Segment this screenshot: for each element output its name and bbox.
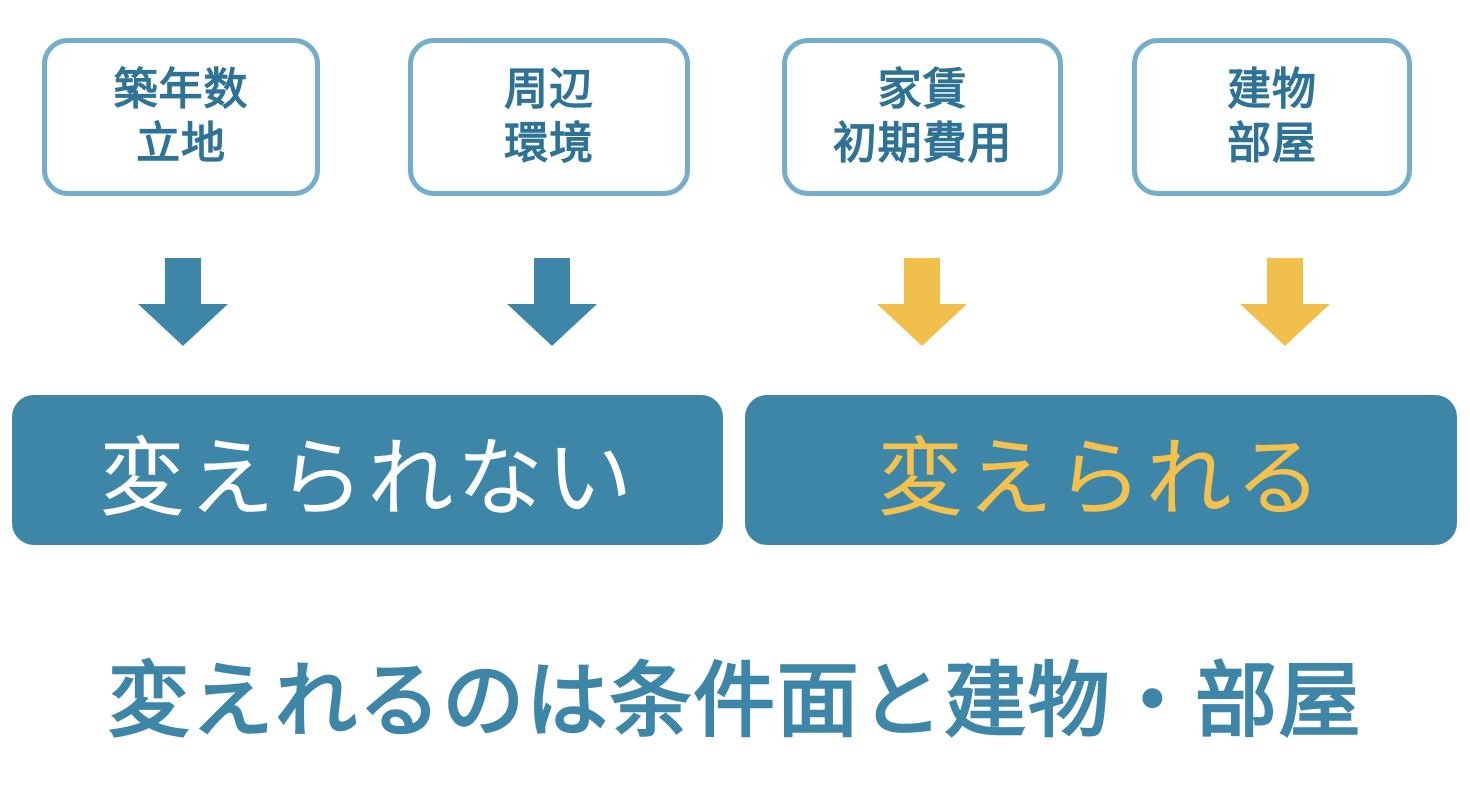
category-label-line1: 家賃 [877,65,968,115]
category-label-line2: 環境 [504,119,594,168]
category-box-age-location: 築年数 立地 [42,38,320,196]
result-bar-label: 変えられる [877,430,1325,527]
category-label-line1: 築年数 [113,65,249,115]
category-label-line2: 部屋 [1227,119,1317,168]
result-bar-cannot-change: 変えられない [12,395,723,545]
down-arrow-icon [507,258,597,346]
category-box-building-room: 建物 部屋 [1132,38,1412,196]
down-arrow-icon [1240,258,1330,346]
down-arrow-icon [138,258,228,346]
result-bar-can-change: 変えられる [745,395,1457,545]
category-box-rent-initial-cost: 家賃 初期費用 [782,38,1063,196]
category-label-line2: 立地 [136,119,226,168]
down-arrow-icon [877,258,967,346]
diagram-caption: 変えれるのは条件面と建物・部屋 [107,656,1363,747]
category-label-line2: 初期費用 [832,119,1013,168]
category-box-surroundings: 周辺 環境 [408,38,690,196]
category-label-line1: 建物 [1227,65,1317,115]
result-bar-label: 変えられない [99,430,636,527]
category-label-line1: 周辺 [504,65,594,115]
